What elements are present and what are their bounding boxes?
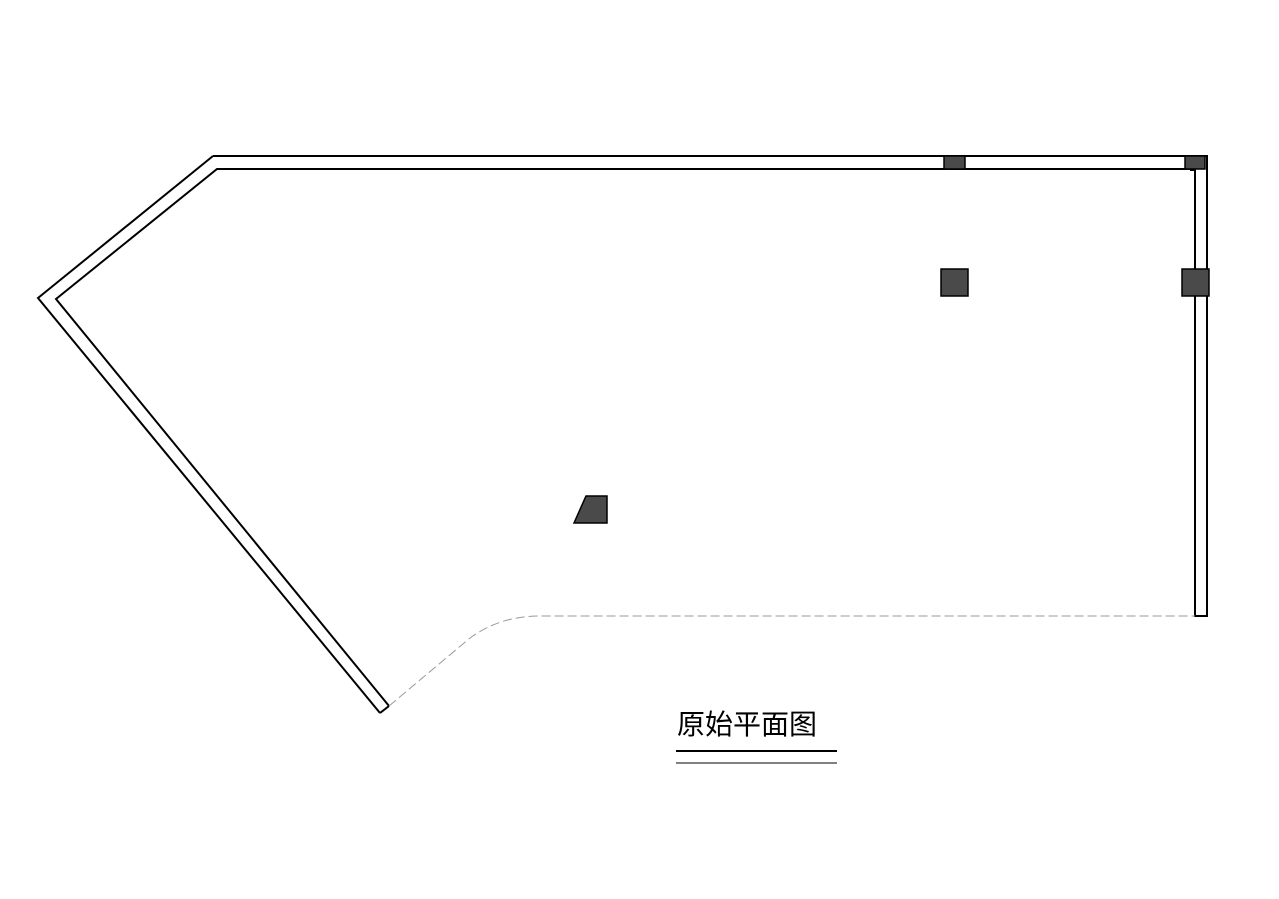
- column-top-wall: [943, 155, 966, 170]
- inner-wall-line: [54, 168, 1195, 707]
- open-boundary-line: [388, 615, 1195, 707]
- column-trapezoid: [572, 495, 608, 524]
- wall-end-cap: [379, 705, 390, 714]
- outer-wall-line: [213, 155, 1208, 617]
- column-free-standing: [940, 268, 969, 297]
- plan-title: 原始平面图: [677, 708, 817, 741]
- outer-wall-polyline: [36, 155, 381, 714]
- column-right-wall: [1181, 268, 1210, 297]
- column-top-right-corner: [1184, 155, 1206, 170]
